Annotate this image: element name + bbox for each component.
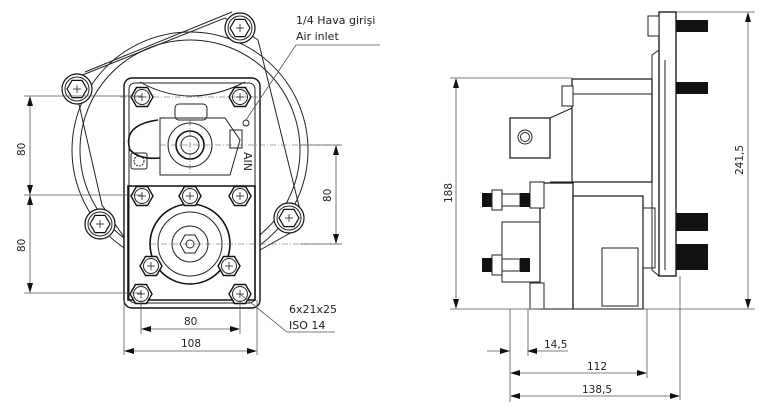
pump-section [127,185,256,301]
spline-std-label: ISO 14 [289,319,325,332]
side-stud-upper-right [520,193,530,207]
side-stud-body-upper [501,193,521,207]
dim-height-total: 241,5 [734,145,746,175]
plate-nut-top [647,15,660,37]
dim-length-body: 112 [587,361,607,373]
air-inlet-leader [245,44,380,121]
side-view: 188 241,5 14,5 112 138,5 [443,11,755,402]
flange-bolt-top [224,12,256,44]
front-view: AIN 1/4 Hava girişi Air inle [16,11,380,355]
flange-outline [69,17,301,251]
valve-housing [159,117,241,176]
flange-arm-left [77,99,127,241]
spline-leader [239,293,335,333]
air-inlet-cap [509,117,551,159]
gear-badge [130,152,148,170]
stud-upper [676,82,708,94]
flange-bolt-left [61,73,93,105]
bolt-mid-center [178,185,202,207]
dim-left-upper: 80 [16,143,28,156]
air-inlet-bolt-inner [520,132,530,142]
pump-body [572,195,644,310]
stud-lower [676,213,708,231]
air-inlet-label-tr: 1/4 Hava girişi [296,14,375,27]
pump-flange [539,182,574,310]
valve-block-nut [561,85,574,107]
hose-loop [127,119,161,160]
air-inlet-fitting [229,129,243,149]
top-arc [139,81,246,97]
side-nut-upper [491,189,503,211]
stud-bottom [676,244,708,270]
valve-cap [174,103,208,121]
air-inlet-bolt [517,129,533,145]
side-stud-lower-right [520,258,530,272]
dim-left-lower: 80 [16,239,28,252]
side-stud-upper-left [482,193,492,207]
dim-right: 80 [322,189,334,202]
pto-coupling [642,207,656,269]
pump-nut-upper [529,181,545,209]
gear-icon [133,155,145,167]
valve-block [571,78,653,183]
flange-arm-top [84,11,233,73]
side-stud-lower-left [482,258,492,272]
pump-port-block [501,221,541,283]
bolt-low-left [139,255,163,277]
side-stud-body-lower [501,258,521,272]
flange-bolt-right [273,202,305,234]
dim-bottom-inner: 80 [184,316,197,328]
pump-nut-lower [529,282,545,310]
flange-bolt-lower-left [84,208,116,240]
dim-shaft-offset: 14,5 [544,339,567,351]
dim-bottom-outer: 108 [181,338,201,350]
air-inlet-taper [549,107,573,183]
mounting-plate [658,11,677,277]
stud-top [676,20,708,32]
pump-boss [601,247,639,307]
bolt-low-right [217,255,241,277]
bolt-mid-left [130,185,154,207]
dim-height-body: 188 [443,183,455,203]
dim-length-total: 138,5 [582,384,612,396]
air-inlet-label-en: Air inlet [296,30,339,43]
spline-spec-label: 6x21x25 [289,303,337,316]
side-nut-lower [491,254,503,276]
marking-text: AIN [241,152,254,171]
bolt-mid-right [228,185,252,207]
